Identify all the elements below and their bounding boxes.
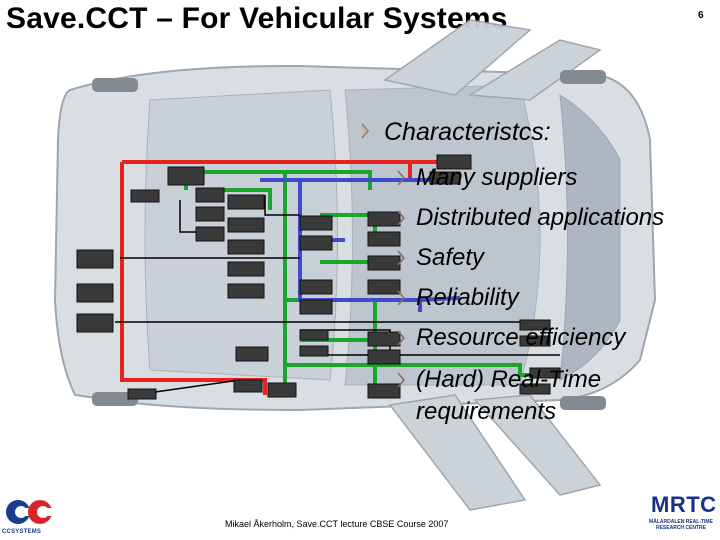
characteristics-heading: Characteristcs: [360, 118, 551, 147]
car-body [53, 19, 657, 511]
bullet-item: Reliability [396, 285, 519, 313]
mrtc-logo: MRTC [651, 492, 717, 517]
bullet-item: Resource efficiency [396, 325, 625, 353]
ecu-boxes [76, 154, 561, 400]
bullet-arrow-icon [396, 285, 408, 307]
ccsystems-logo-text: CCSYSTEMS [2, 529, 42, 535]
bullet-item: (Hard) Real-Time [396, 367, 601, 395]
bullet-item: Safety [396, 245, 484, 273]
bullet-arrow-icon [396, 245, 408, 267]
ccsystems-logo [6, 500, 53, 524]
bullet-arrow-icon [396, 367, 408, 389]
footer-text: Mikael Åkerholm, Save.CCT lecture CBSE C… [225, 519, 449, 529]
bullet-arrow-icon [360, 122, 372, 140]
mrtc-logo-subtext: MÄLARDALEN REAL-TIME RESEARCH CENTRE [649, 519, 713, 531]
bullet-item: Many suppliers [396, 165, 577, 193]
bullet-arrow-icon [396, 165, 408, 187]
slide-title: Save.CCT – For Vehicular Systems [6, 2, 508, 35]
page-number: 6 [698, 10, 704, 21]
black-wires [115, 195, 560, 393]
bullet-item: Distributed applications [396, 205, 664, 233]
bullet-arrow-icon [396, 325, 408, 347]
bullet-arrow-icon [396, 205, 408, 227]
